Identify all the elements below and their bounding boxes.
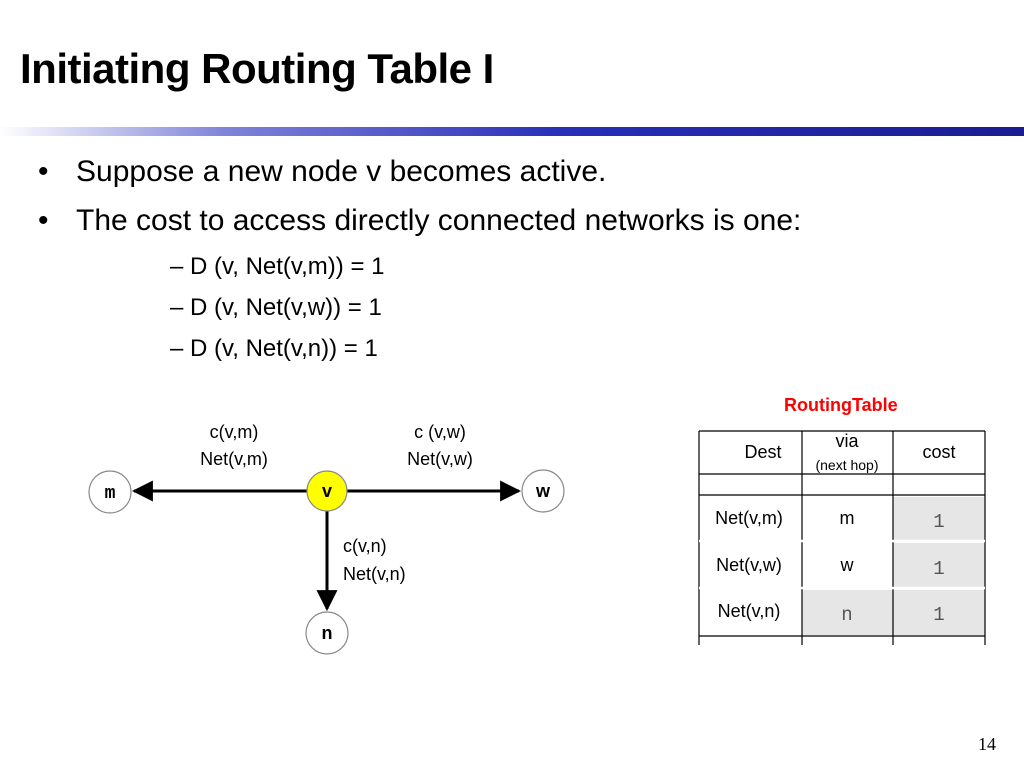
node-n-label: n: [322, 623, 333, 643]
cost-cell-bg: [893, 590, 985, 635]
routing-table: Dest via (next hop) cost Net(v,m) m 1 Ne…: [698, 430, 986, 645]
bullet-marker: •: [38, 204, 49, 237]
edge-vn-cost-label: c(v,n): [343, 536, 387, 556]
subbullet-marker: –: [170, 253, 184, 280]
subbullet-item-2: – D (v, Net(v,w)) = 1: [170, 294, 382, 322]
bullet-text: The cost to access directly connected ne…: [76, 204, 802, 237]
subbullet-marker: –: [170, 294, 184, 321]
cost-cell-bg: [893, 543, 985, 588]
subbullet-text: D (v, Net(v,m)) = 1: [190, 253, 385, 280]
node-w: [521, 469, 565, 513]
subbullet-text: D (v, Net(v,w)) = 1: [190, 294, 382, 321]
row-cost: 1: [933, 558, 944, 580]
bullet-marker: •: [38, 155, 49, 188]
routing-table-title: RoutingTable: [784, 395, 898, 415]
edge-vw-net-label: Net(v,w): [407, 449, 473, 469]
edge-vw-cost-label: c (v,w): [414, 422, 466, 442]
page-number: 14: [978, 734, 996, 754]
bullet-item-1: • Suppose a new node v becomes active.: [38, 155, 607, 189]
node-n: [305, 611, 349, 655]
row-via: w: [840, 555, 855, 575]
edge-vn-net-label: Net(v,n): [343, 564, 406, 584]
title-underline-bar: [0, 127, 1024, 136]
edge-vm-cost-label: c(v,m): [210, 422, 259, 442]
header-via: via: [835, 431, 859, 451]
subbullet-item-3: – D (v, Net(v,n)) = 1: [170, 335, 378, 363]
header-via-sub: (next hop): [815, 457, 878, 473]
row-cost: 1: [933, 511, 944, 533]
row-via: m: [840, 508, 855, 528]
node-w-label: w: [535, 481, 551, 501]
subbullet-marker: –: [170, 335, 184, 362]
node-m-label: m: [105, 484, 116, 504]
subbullet-item-1: – D (v, Net(v,m)) = 1: [170, 253, 384, 281]
node-m: [88, 470, 132, 514]
slide-title: Initiating Routing Table I: [20, 45, 494, 92]
row-dest: Net(v,w): [716, 555, 782, 575]
bullet-item-2: • The cost to access directly connected …: [38, 204, 802, 238]
row-cost: 1: [933, 604, 944, 626]
row-dest: Net(v,n): [718, 601, 781, 621]
node-v-label: v: [322, 481, 332, 501]
header-cost: cost: [922, 442, 955, 462]
row-dest: Net(v,m): [715, 508, 783, 528]
via-cell-bg: [802, 590, 893, 635]
cost-cell-bg: [893, 497, 985, 540]
edge-vm-net-label: Net(v,m): [200, 449, 268, 469]
bullet-text: Suppose a new node v becomes active.: [76, 155, 607, 188]
header-dest: Dest: [744, 442, 781, 462]
row-via: n: [841, 604, 852, 626]
node-v: [306, 470, 348, 512]
subbullet-text: D (v, Net(v,n)) = 1: [190, 335, 378, 362]
